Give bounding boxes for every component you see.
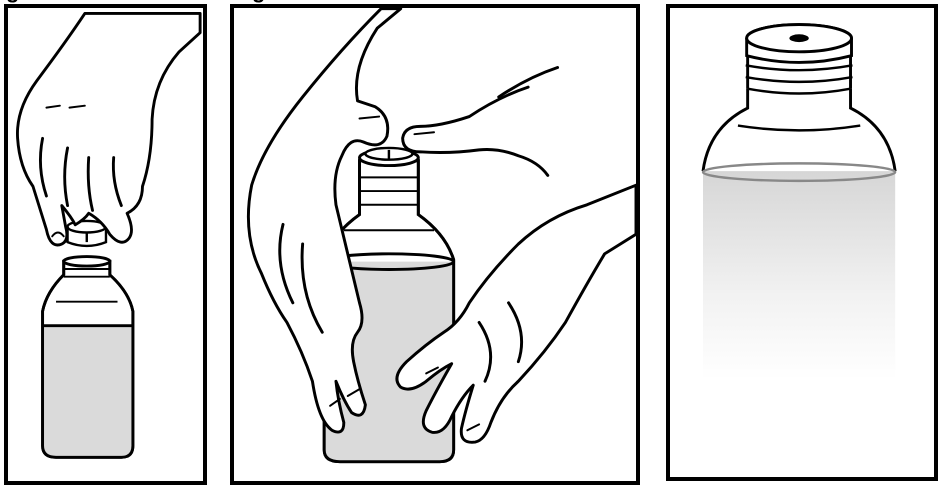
insert-adapter-illustration bbox=[8, 8, 203, 481]
bottle-closeup bbox=[703, 25, 895, 380]
panel-press-adapter bbox=[230, 4, 640, 485]
adapter-hole bbox=[789, 34, 808, 42]
bottle bbox=[43, 257, 133, 458]
panel-adapter-inserted bbox=[666, 4, 938, 481]
hand bbox=[17, 13, 200, 245]
adapter-inserted-illustration bbox=[670, 8, 934, 477]
adapter bbox=[68, 221, 106, 246]
panel-insert-adapter bbox=[4, 4, 207, 485]
adapter bbox=[365, 148, 412, 160]
press-adapter-illustration bbox=[234, 8, 636, 481]
